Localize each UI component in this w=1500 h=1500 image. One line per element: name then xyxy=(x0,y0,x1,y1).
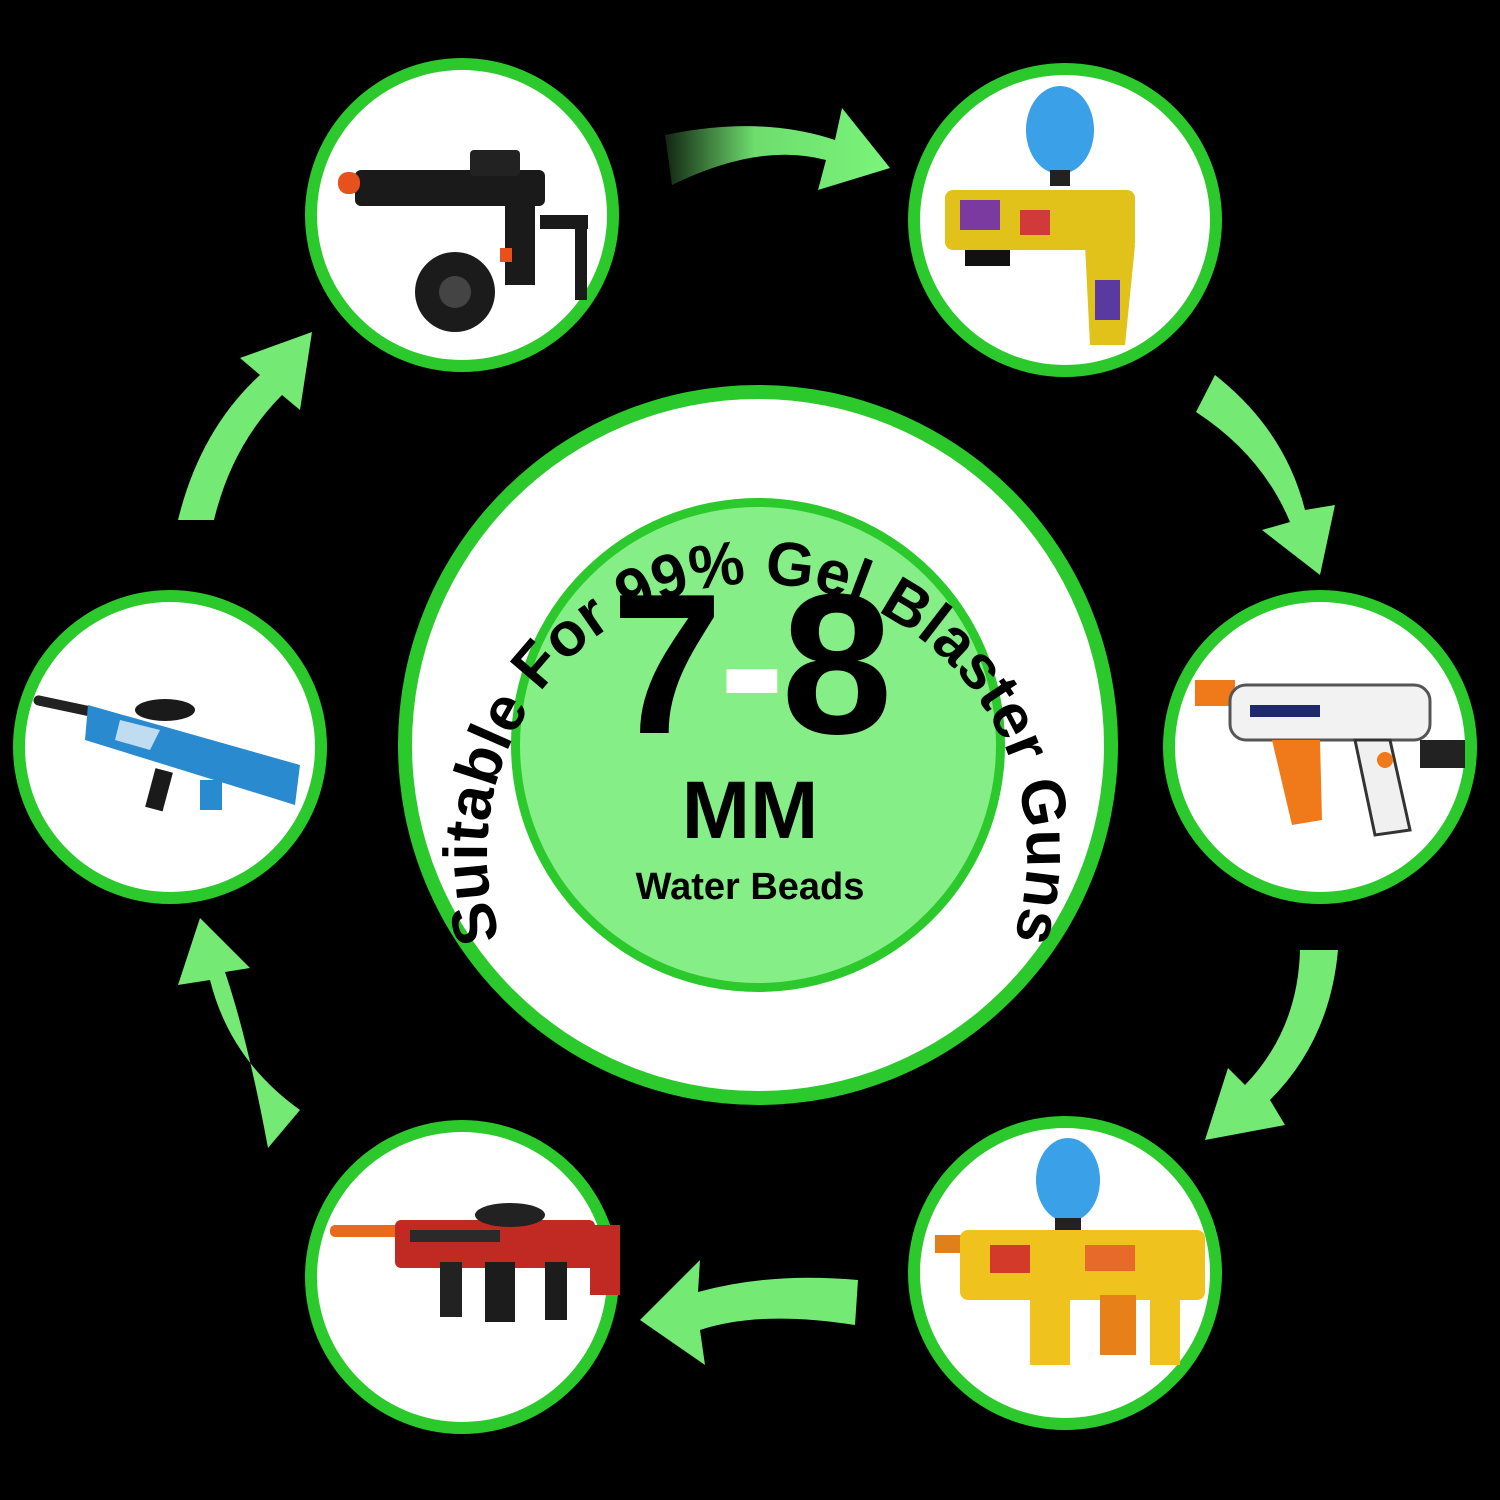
arrow-left-upper xyxy=(178,332,312,520)
arrow-top xyxy=(665,108,890,190)
arrow-bottom xyxy=(640,1260,858,1365)
center-badge: Suitable For 99% Gel Blaster Guns xyxy=(398,385,1118,1105)
arrow-right-lower xyxy=(1205,950,1338,1140)
inner-disc xyxy=(520,507,996,983)
product-circle-3 xyxy=(1163,590,1477,904)
cycle-arrows xyxy=(178,108,1338,1365)
yellow-smg-icon xyxy=(935,1138,1205,1365)
black-blaster-icon xyxy=(338,150,588,332)
product-circle-5 xyxy=(305,1120,620,1434)
arrow-right-upper xyxy=(1196,375,1335,575)
red-rifle-icon xyxy=(330,1203,620,1322)
white-orange-blaster-icon xyxy=(1195,680,1465,837)
product-circle-1 xyxy=(305,58,619,372)
blue-rifle-icon xyxy=(33,695,300,812)
product-circle-2 xyxy=(908,63,1222,377)
arrow-left-lower xyxy=(178,918,300,1148)
graffiti-pistol-icon xyxy=(945,86,1135,345)
product-circle-4 xyxy=(908,1116,1222,1430)
product-circle-6 xyxy=(13,590,327,904)
